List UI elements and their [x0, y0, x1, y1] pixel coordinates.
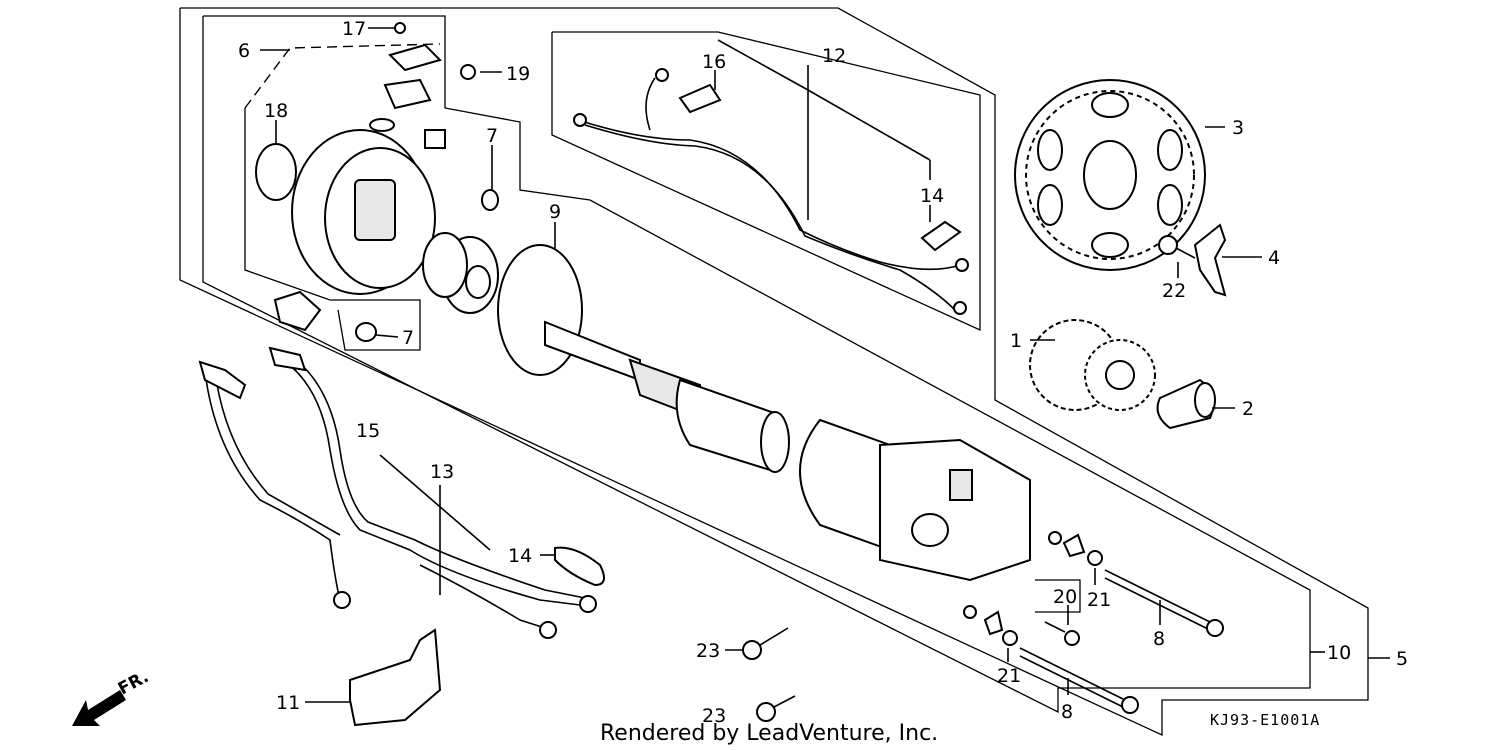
armature	[544, 320, 790, 473]
callout-5: 5	[1396, 648, 1408, 670]
callout-7b: 7	[402, 327, 414, 349]
diagram-code: KJ93-E1001A	[1210, 711, 1320, 729]
bracket-11	[349, 628, 442, 727]
callout-labels: 1 2 3 4 5 6 7 7 8 8 9 10 11 12 13 14 14 …	[238, 18, 1408, 727]
motor-housing	[799, 418, 1031, 582]
callout-8a: 8	[1153, 628, 1165, 650]
o-ring-18	[255, 143, 297, 201]
seal-stack	[422, 232, 499, 314]
callout-15: 15	[356, 420, 380, 442]
callout-13: 13	[430, 461, 454, 483]
callout-23b: 23	[702, 705, 726, 727]
callout-7a: 7	[486, 125, 498, 147]
callout-18: 18	[264, 100, 288, 122]
bolt-22	[1158, 235, 1196, 259]
callout-11: 11	[276, 692, 300, 714]
callout-8b: 8	[1061, 701, 1073, 723]
collar	[1156, 378, 1216, 430]
rear-cover	[291, 129, 436, 295]
callout-23a: 23	[696, 640, 720, 662]
callout-6: 6	[238, 40, 250, 62]
callout-19: 19	[506, 63, 530, 85]
harness-12	[573, 68, 969, 315]
callout-14b: 14	[508, 545, 532, 567]
large-sprocket	[1014, 79, 1206, 271]
hardware-set	[963, 531, 1224, 714]
callout-3: 3	[1232, 117, 1244, 139]
cables-13-15	[198, 290, 605, 639]
leader-lines	[260, 27, 1390, 703]
brush-7b	[355, 322, 377, 342]
callout-21b: 21	[997, 665, 1021, 687]
group-frames	[179, 7, 1369, 737]
callout-22: 22	[1162, 280, 1186, 302]
callout-1: 1	[1010, 330, 1022, 352]
part-drawings	[198, 22, 1227, 727]
callout-9: 9	[549, 201, 561, 223]
reduction-gear	[1029, 319, 1156, 411]
credit-text: Rendered by LeadVenture, Inc.	[600, 721, 938, 746]
arrow-down-left-icon	[72, 690, 126, 726]
callout-14a: 14	[920, 185, 944, 207]
callout-10: 10	[1327, 642, 1351, 664]
terminal-parts	[369, 22, 476, 149]
gasket-9	[497, 244, 583, 376]
callout-2: 2	[1242, 398, 1254, 420]
callout-4: 4	[1268, 247, 1280, 269]
callout-21a: 21	[1087, 589, 1111, 611]
callout-12: 12	[822, 45, 846, 67]
callout-17: 17	[342, 18, 366, 40]
front-indicator: FR.	[72, 667, 152, 726]
brush-7a	[481, 189, 499, 211]
callout-20: 20	[1053, 586, 1077, 608]
bolts-23	[742, 627, 796, 722]
callout-16: 16	[702, 51, 726, 73]
bracket	[1193, 223, 1227, 297]
